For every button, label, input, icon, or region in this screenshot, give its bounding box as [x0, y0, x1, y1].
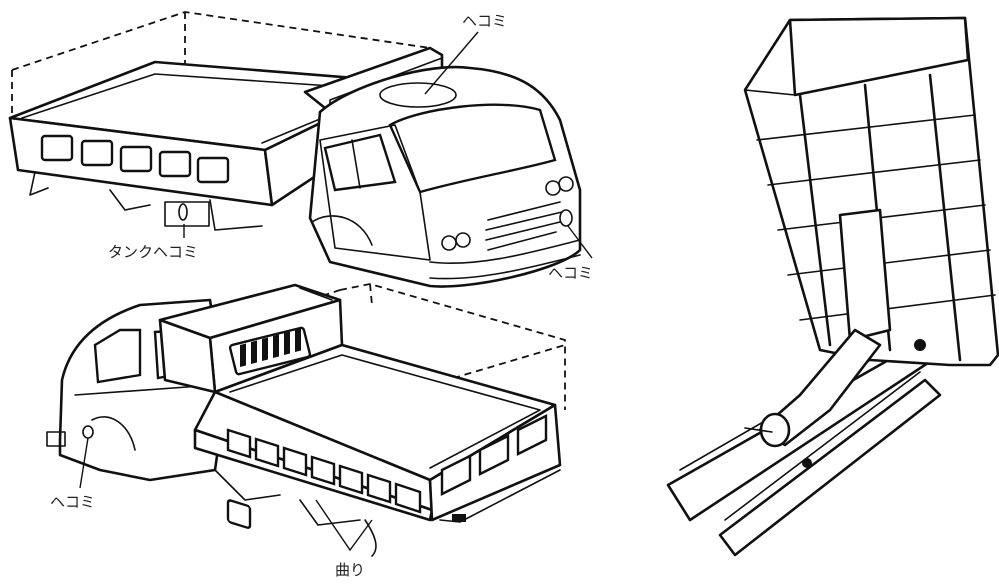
front-view-cab — [308, 65, 582, 288]
rear-corner-dent-leader — [79, 437, 89, 489]
roof-dent-marker — [379, 82, 457, 108]
front-corner-dent-label: ヘコミ — [548, 264, 593, 282]
rear-corner-dent-label: ヘコミ — [50, 493, 95, 511]
bent-leader — [315, 499, 373, 552]
rear-view-gate-windows — [440, 414, 548, 496]
fuel-tank — [164, 201, 210, 227]
frame-rail-right — [718, 378, 942, 557]
rear-view-dump-bed — [158, 283, 562, 557]
roof-dent-leader — [424, 31, 479, 95]
front-corner-dent-leader — [567, 225, 593, 259]
front-corner-dent-marker — [559, 209, 573, 227]
roof-dent-label: ヘコミ — [462, 12, 507, 30]
tank-dent-label: タンクヘコミ — [108, 243, 198, 261]
front-view-dump-bed — [8, 46, 444, 231]
hoist-cylinder — [744, 208, 926, 468]
truck-front-view — [8, 11, 582, 288]
truck-rear-view — [46, 283, 566, 557]
bent-label: 曲り — [335, 561, 365, 579]
raised-dump-bed-illustration — [666, 16, 999, 557]
headboard-louver — [228, 326, 312, 376]
rear-view-side-windows — [226, 428, 422, 514]
